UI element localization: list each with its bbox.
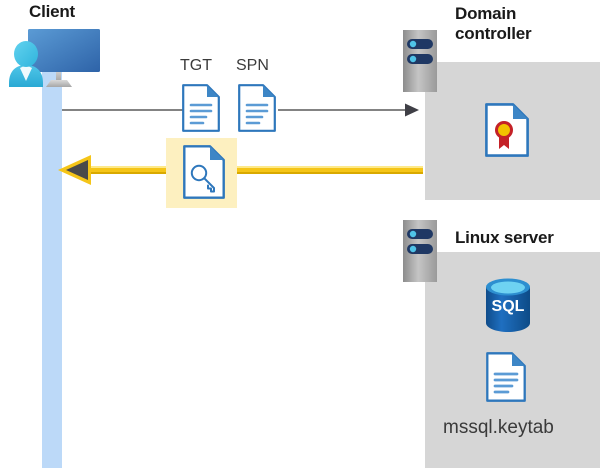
request-arrow-to-domain-controller [62, 102, 420, 118]
user-with-monitor-icon [6, 25, 110, 93]
sql-database-icon: SQL [483, 277, 533, 333]
spn-label: SPN [236, 57, 269, 74]
server-rack-icon [403, 220, 437, 282]
client-title: Client [29, 2, 76, 21]
domain-controller-title: Domain controller [455, 4, 532, 43]
keytab-filename-label: mssql.keytab [443, 417, 554, 438]
document-icon [238, 84, 276, 132]
document-icon [182, 84, 220, 132]
key-document-icon [183, 145, 225, 199]
response-arrow-to-client [57, 155, 423, 185]
tgt-label: TGT [180, 57, 212, 74]
certificate-document-icon [485, 103, 529, 157]
linux-server-title: Linux server [455, 228, 554, 247]
document-icon [486, 352, 526, 402]
client-lane [42, 68, 62, 468]
server-rack-icon [403, 30, 437, 92]
sql-label: SQL [492, 298, 525, 315]
